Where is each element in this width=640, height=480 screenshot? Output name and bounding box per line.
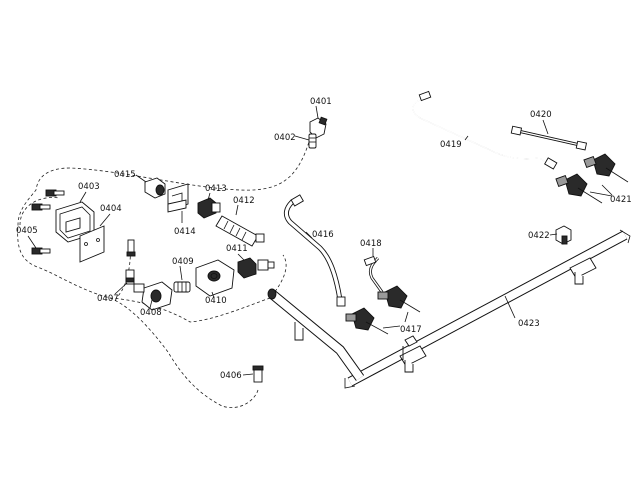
- leader-0408: [149, 299, 153, 309]
- part-bolt-column: [126, 239, 136, 257]
- part-0415-elbow: [144, 177, 166, 199]
- leader-0423: [504, 295, 516, 319]
- tube-manifold: [267, 288, 365, 381]
- label-0409: 0409: [172, 257, 194, 267]
- leader-0403: [79, 191, 87, 203]
- label-0407: 0407: [97, 294, 119, 304]
- label-0408: 0408: [140, 308, 162, 318]
- part-screw-a: [45, 189, 65, 197]
- assembly-outline-2: [19, 197, 61, 226]
- part-0402-nozzle: [308, 133, 317, 149]
- part-0421-valve-b: [555, 173, 603, 204]
- part-0410-regulator: [195, 259, 235, 297]
- leader-0415: [135, 174, 147, 183]
- leader-0417b: [382, 325, 401, 329]
- label-0403: 0403: [78, 182, 100, 192]
- part-0414-bracket: [167, 183, 189, 213]
- label-0414: 0414: [174, 227, 196, 237]
- label-0421: 0421: [610, 195, 632, 205]
- leader-0417a: [404, 311, 409, 323]
- part-0408-tee: [133, 281, 173, 311]
- label-0411: 0411: [226, 244, 248, 254]
- leader-0409: [179, 265, 183, 281]
- leader-0406: [242, 373, 254, 376]
- label-0402: 0402: [274, 133, 296, 143]
- label-0415: 0415: [114, 170, 136, 180]
- part-0401-elbow: [309, 116, 328, 139]
- part-0417-valve-b: [345, 307, 389, 335]
- label-0417: 0417: [400, 325, 422, 335]
- leader-0405: [27, 235, 37, 249]
- leader-0419: [464, 135, 469, 141]
- label-0401: 0401: [310, 97, 332, 107]
- label-0416: 0416: [312, 230, 334, 240]
- part-0421-valve-a: [583, 153, 629, 183]
- leader-0402: [294, 135, 310, 141]
- part-0416-gas-pipe: [283, 194, 346, 307]
- label-0404: 0404: [100, 204, 122, 214]
- part-0412-hose: [215, 215, 265, 247]
- part-0417-valve-a: [377, 285, 421, 313]
- part-0420-gas-pipe: [510, 125, 588, 151]
- part-0418-pipe: [363, 255, 384, 293]
- label-0413: 0413: [205, 184, 227, 194]
- leader-0422: [549, 233, 558, 236]
- label-0405: 0405: [16, 226, 38, 236]
- label-0412: 0412: [233, 196, 255, 206]
- part-0405-screw: [31, 247, 51, 255]
- label-0418: 0418: [360, 239, 382, 249]
- label-0406: 0406: [220, 371, 242, 381]
- part-0404-plate: [79, 225, 105, 263]
- part-screw-b: [31, 203, 51, 211]
- leader-0421a: [601, 184, 613, 196]
- leader-0413: [207, 192, 211, 201]
- part-0423-burner-rail: [344, 229, 631, 389]
- part-0411-connector: [237, 257, 275, 279]
- leader-0412: [235, 204, 239, 216]
- part-0419-gas-pipe: [412, 90, 558, 170]
- leader-0416: [305, 231, 313, 239]
- part-0422-fitting: [555, 225, 572, 245]
- leader-0404: [99, 213, 111, 227]
- label-0423: 0423: [518, 319, 540, 329]
- leader-0410: [211, 291, 215, 299]
- part-0409-nipple: [173, 281, 191, 293]
- leader-0401: [315, 105, 319, 119]
- label-0422: 0422: [528, 231, 550, 241]
- part-0413-connector: [197, 197, 221, 219]
- assembly-outline: [17, 131, 313, 408]
- label-0420: 0420: [530, 110, 552, 120]
- leader-0421b: [589, 191, 613, 197]
- leader-0407: [114, 282, 128, 295]
- leader-0411: [237, 253, 245, 261]
- label-0410: 0410: [205, 296, 227, 306]
- part-0407-fitting: [125, 269, 135, 285]
- part-0403-control-block: [55, 201, 95, 243]
- leader-0420: [542, 119, 549, 135]
- label-0419: 0419: [440, 140, 462, 150]
- assembly-outline-3: [109, 254, 287, 323]
- part-0406-bolt: [252, 365, 264, 383]
